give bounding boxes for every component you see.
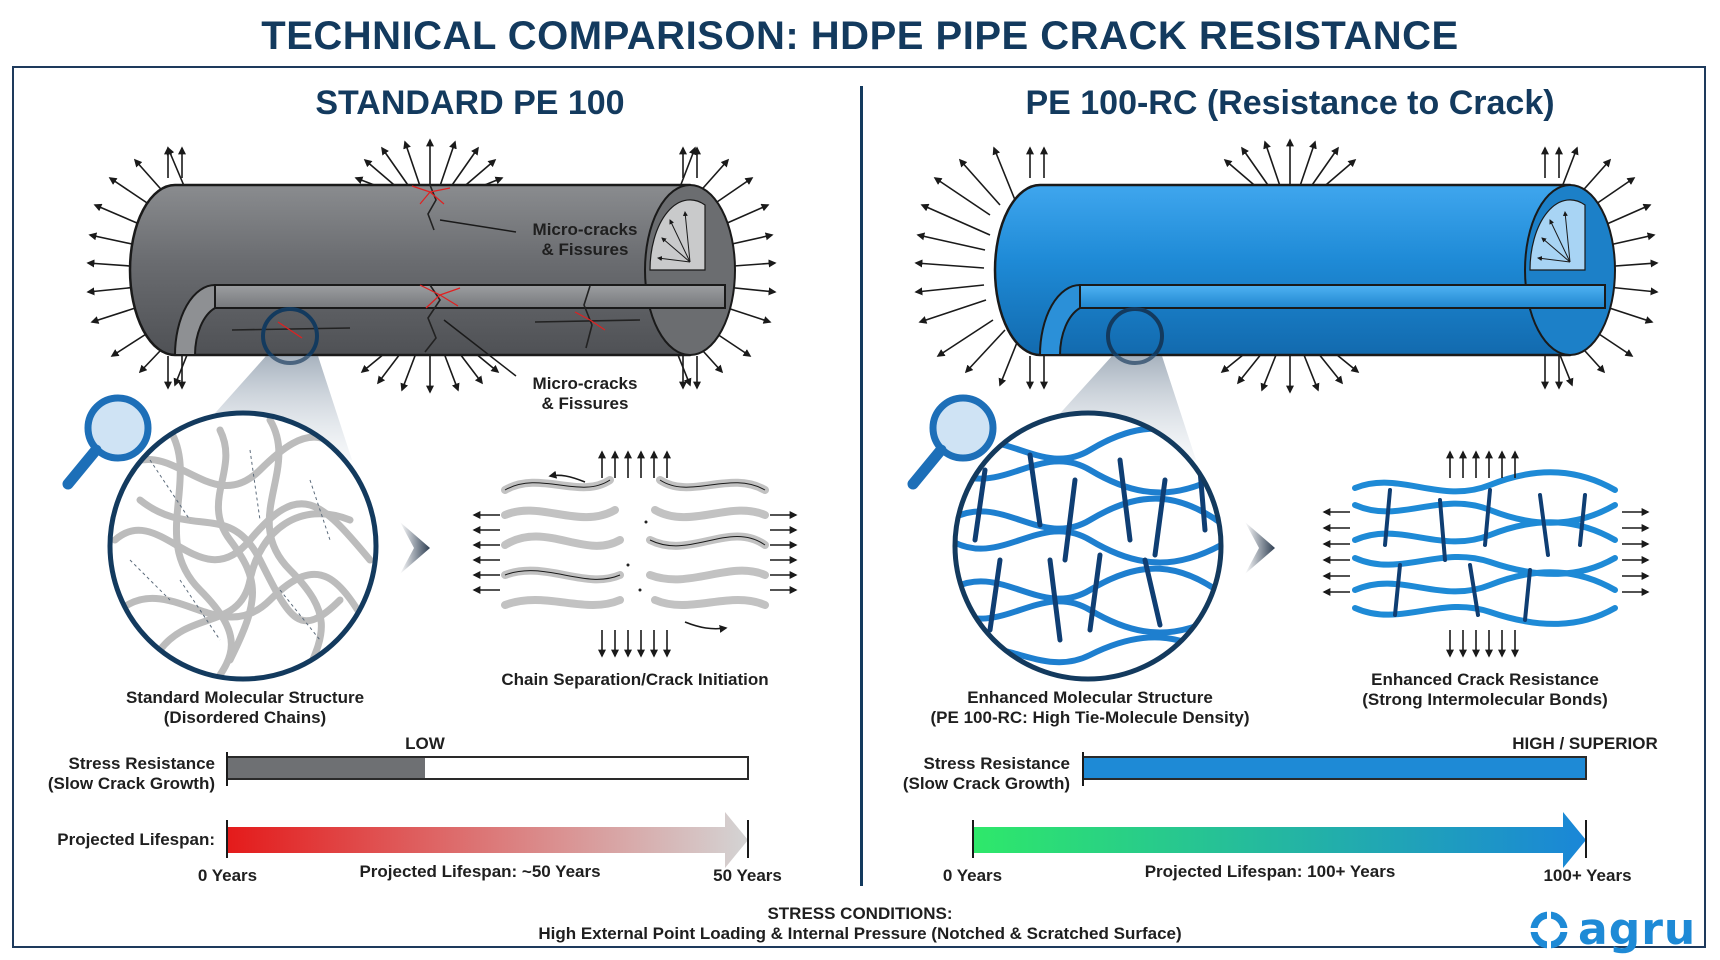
left-stress-caption: Chain Separation/Crack Initiation	[501, 670, 769, 689]
left-lifespan-arrow	[226, 812, 749, 868]
agru-logo-icon	[1530, 910, 1568, 949]
left-resistance-label: Stress Resistance (Slow Crack Growth)	[47, 754, 215, 793]
agru-logo: agru	[1530, 904, 1696, 955]
chain-separation-illustration	[472, 450, 798, 658]
left-lifespan-note: Projected Lifespan: ~50 Years	[359, 862, 601, 881]
micro-cracks-callout: Micro-cracks & Fissures	[532, 374, 638, 413]
right-resistance-level: HIGH / SUPERIOR	[1512, 734, 1658, 753]
left-structure-caption: Standard Molecular Structure (Disordered…	[125, 688, 365, 727]
bar-tick	[226, 752, 228, 786]
left-resistance-fill	[228, 758, 426, 778]
magnifier-icon	[907, 394, 997, 490]
rc-pipe	[914, 138, 1659, 394]
left-lifespan-start: 0 Years	[197, 866, 258, 885]
right-lifespan-start: 0 Years	[942, 866, 1003, 885]
content-frame	[12, 66, 1706, 948]
right-panel-heading: PE 100-RC (Resistance to Crack)	[1025, 84, 1555, 122]
right-resistance-fill	[1084, 758, 1585, 778]
standard-molecular-structure	[62, 394, 379, 682]
bar-tick	[1082, 752, 1084, 786]
right-structure-caption: Enhanced Molecular Structure (PE 100-RC:…	[930, 688, 1250, 727]
left-panel-heading: STANDARD PE 100	[315, 84, 625, 122]
rc-molecular-structure	[907, 394, 1224, 682]
magnifier-icon	[62, 394, 152, 490]
right-lifespan-arrow	[972, 812, 1587, 868]
stress-conditions-heading: STRESS CONDITIONS:	[767, 904, 953, 923]
left-lifespan-label: Projected Lifespan:	[57, 830, 215, 849]
stress-conditions-detail: High External Point Loading & Internal P…	[538, 924, 1182, 943]
right-resistance-label: Stress Resistance (Slow Crack Growth)	[902, 754, 1070, 793]
chevron-right-icon	[400, 522, 430, 574]
standard-pipe	[86, 138, 777, 394]
left-resistance-bar	[226, 756, 749, 780]
right-lifespan-note: Projected Lifespan: 100+ Years	[1144, 862, 1396, 881]
chevron-right-icon	[1245, 522, 1275, 574]
panel-divider	[860, 86, 863, 886]
right-lifespan-end: 100+ Years	[1543, 866, 1632, 885]
right-stress-caption: Enhanced Crack Resistance (Strong Interm…	[1362, 670, 1608, 709]
strong-bonds-illustration	[1322, 450, 1650, 658]
micro-cracks-callout: Micro-cracks & Fissures	[532, 220, 638, 259]
page-title: TECHNICAL COMPARISON: HDPE PIPE CRACK RE…	[261, 14, 1459, 58]
left-resistance-level: LOW	[405, 734, 445, 753]
right-resistance-bar	[1082, 756, 1587, 780]
agru-logo-text: agru	[1578, 904, 1697, 955]
left-lifespan-end: 50 Years	[713, 866, 782, 885]
